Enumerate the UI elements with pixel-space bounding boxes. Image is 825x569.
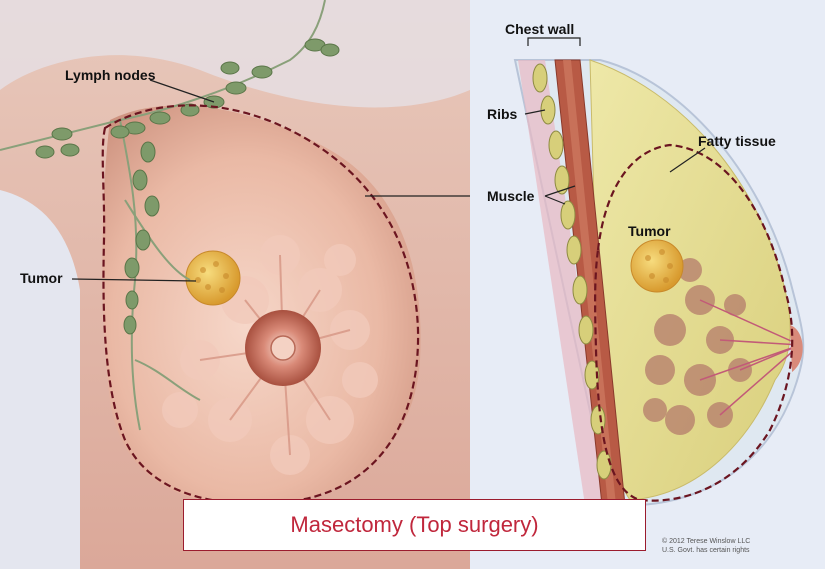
caption-box: Masectomy (Top surgery): [183, 499, 646, 551]
copyright-line-1: © 2012 Terese Winslow LLC: [662, 538, 751, 545]
copyright-line-2: U.S. Govt. has certain rights: [662, 547, 750, 554]
removal-outline-right: [594, 143, 794, 502]
nipple: [270, 335, 296, 361]
front-view-panel: [0, 0, 488, 569]
side-view-panel: [470, 0, 825, 569]
nipple-side: [790, 325, 803, 372]
copyright-notice: © 2012 Terese Winslow LLC U.S. Govt. has…: [662, 537, 822, 555]
removal-outline-left: [101, 104, 420, 505]
ribs-shapes: [532, 63, 612, 480]
lymph-nodes-shapes: [35, 38, 340, 335]
lobules: [162, 235, 378, 475]
label-lymph-nodes: Lymph nodes: [65, 67, 156, 83]
label-tumor-left: Tumor: [20, 270, 63, 286]
tumor-right-shape: [630, 239, 684, 293]
tumor-left-shape: [185, 250, 241, 306]
label-fatty-tissue: Fatty tissue: [698, 133, 776, 149]
label-chest-wall: Chest wall: [505, 21, 574, 37]
label-muscle: Muscle: [487, 188, 535, 204]
label-tumor-right: Tumor: [628, 223, 671, 239]
caption-text: Masectomy (Top surgery): [290, 512, 539, 537]
chest-wall-bracket: [527, 37, 581, 46]
label-ribs: Ribs: [487, 106, 518, 122]
